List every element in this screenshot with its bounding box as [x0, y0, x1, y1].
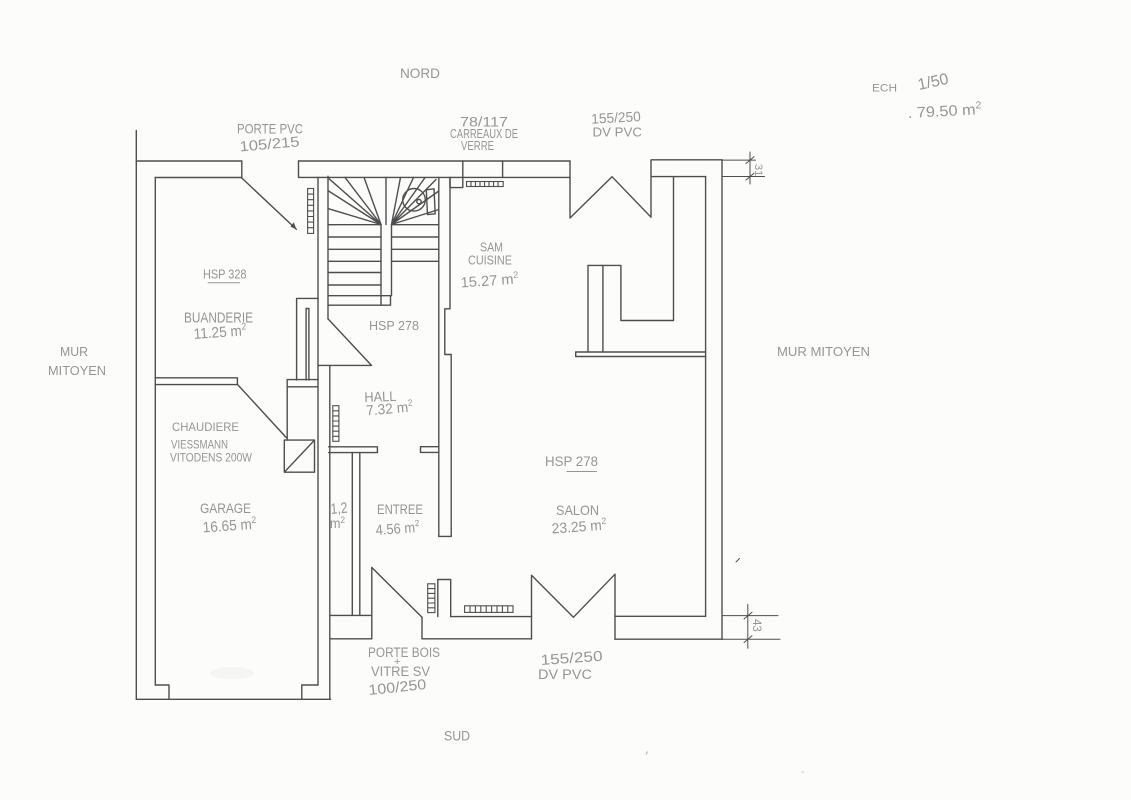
svg-text:105/215: 105/215: [239, 134, 300, 155]
svg-text:MUR: MUR: [60, 345, 88, 359]
svg-text:SALON: SALON: [556, 502, 599, 518]
svg-text:GARAGE: GARAGE: [200, 500, 251, 516]
svg-text:15.27 m2: 15.27 m2: [460, 269, 519, 291]
svg-text:1,2: 1,2: [330, 500, 348, 518]
svg-text:VERRE: VERRE: [461, 139, 494, 153]
svg-text:78/117: 78/117: [460, 115, 508, 130]
svg-text:155/250: 155/250: [591, 108, 641, 127]
svg-text:DV PVC: DV PVC: [538, 667, 592, 682]
svg-text:CHAUDIERE: CHAUDIERE: [172, 420, 239, 434]
svg-text:HSP 328: HSP 328: [203, 268, 247, 282]
svg-text:MITOYEN: MITOYEN: [48, 364, 106, 378]
svg-text:VIESSMANN: VIESSMANN: [171, 438, 228, 452]
svg-text:CUISINE: CUISINE: [468, 253, 512, 268]
svg-text:SAM: SAM: [480, 240, 503, 255]
svg-text:PORTE PVC: PORTE PVC: [237, 121, 303, 137]
svg-text:HALL: HALL: [364, 388, 397, 405]
svg-text:VITODENS 200W: VITODENS 200W: [170, 451, 253, 465]
svg-text:HSP 278: HSP 278: [369, 319, 419, 333]
svg-text:100/250: 100/250: [368, 677, 427, 699]
svg-text:PORTE BOIS: PORTE BOIS: [368, 645, 440, 660]
svg-text:MUR MITOYEN: MUR MITOYEN: [777, 345, 870, 359]
svg-text:VITRE SV: VITRE SV: [371, 664, 430, 679]
svg-text:4.56 m2: 4.56 m2: [375, 518, 420, 539]
svg-text:1/50: 1/50: [916, 71, 950, 94]
svg-text:7.32 m2: 7.32 m2: [365, 397, 413, 419]
svg-text:ECH: ECH: [872, 83, 897, 95]
svg-text:16.65 m2: 16.65 m2: [202, 515, 257, 537]
svg-text:BUANDERIE: BUANDERIE: [184, 310, 253, 327]
svg-text:DV PVC: DV PVC: [593, 125, 643, 140]
svg-text:NORD: NORD: [400, 65, 440, 81]
svg-text:+: +: [394, 656, 400, 668]
svg-text:31: 31: [752, 164, 764, 176]
svg-text:HSP 278: HSP 278: [545, 454, 598, 469]
svg-text:23.25 m2: 23.25 m2: [551, 516, 607, 538]
svg-text:SUD: SUD: [444, 728, 470, 744]
svg-text:CARREAUX DE: CARREAUX DE: [450, 127, 518, 141]
svg-text:11.25 m2: 11.25 m2: [193, 321, 247, 343]
svg-text:155/250: 155/250: [540, 649, 603, 669]
svg-text:43: 43: [750, 619, 762, 632]
svg-text:ENTREE: ENTREE: [377, 502, 423, 517]
svg-text:. 79.50 m2: . 79.50 m2: [907, 100, 982, 122]
